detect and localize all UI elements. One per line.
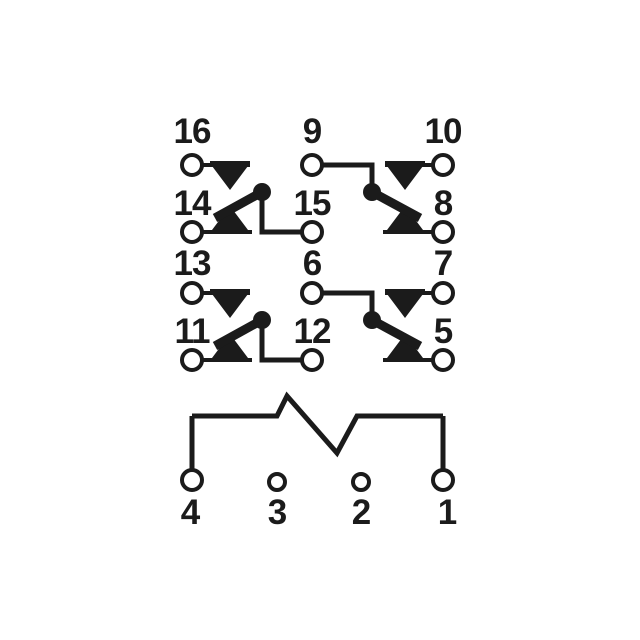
pin-label-15: 15	[294, 184, 331, 223]
terminal-pin-11[interactable]	[180, 348, 204, 372]
terminal-pin-16[interactable]	[180, 153, 204, 177]
terminal-pin-1[interactable]	[431, 468, 455, 492]
pin-label-12: 12	[294, 312, 331, 351]
terminal-pin-5[interactable]	[431, 348, 455, 372]
terminal-pin-12[interactable]	[300, 348, 324, 372]
nc-contact-triangle-lower-right	[387, 294, 423, 318]
terminal-pin-8[interactable]	[431, 220, 455, 244]
nc-contact-bar-lower-left	[210, 289, 250, 295]
terminal-layer: 16 9 10 14 15 8 13 6 7 11 12 5 4 3 2 1	[174, 112, 463, 532]
terminal-pin-7[interactable]	[431, 281, 455, 305]
pin-label-6: 6	[303, 244, 322, 283]
wire-pivot-to-15	[259, 192, 312, 235]
coil-zigzag	[192, 391, 443, 458]
no-contact-triangle-upper-left	[212, 206, 248, 230]
pin-label-7: 7	[434, 244, 452, 283]
terminal-pin-15[interactable]	[300, 220, 324, 244]
pin-label-2: 2	[352, 493, 371, 532]
terminal-pin-13[interactable]	[180, 281, 204, 305]
switch-unit-upper-left	[192, 161, 312, 235]
pin-label-4: 4	[181, 493, 201, 532]
switch-blade-upper-right	[369, 188, 423, 222]
wire-pivot-to-9	[312, 162, 375, 192]
no-contact-triangle-upper-right	[387, 206, 423, 230]
wire-pivot-to-12	[259, 320, 312, 363]
switch-unit-lower-right	[312, 289, 443, 362]
terminal-pin-3[interactable]	[267, 472, 287, 492]
switch-unit-upper-right	[312, 161, 443, 234]
terminal-pin-9[interactable]	[300, 153, 324, 177]
terminal-pin-2[interactable]	[351, 472, 371, 492]
relay-coil	[189, 391, 446, 480]
pin-label-16: 16	[174, 112, 211, 151]
terminal-pin-4[interactable]	[180, 468, 204, 492]
pin-label-10: 10	[425, 112, 462, 151]
nc-contact-triangle-upper-right	[387, 166, 423, 190]
nc-contact-bar-lower-right	[385, 289, 425, 295]
pin-label-3: 3	[268, 493, 287, 532]
switch-blade-lower-right	[369, 316, 423, 350]
terminal-pin-6[interactable]	[300, 281, 324, 305]
terminal-pin-10[interactable]	[431, 153, 455, 177]
pin-label-11: 11	[175, 312, 211, 351]
pin-label-9: 9	[303, 112, 322, 151]
pin-label-8: 8	[434, 184, 453, 223]
terminal-pin-14[interactable]	[180, 220, 204, 244]
pin-label-14: 14	[174, 184, 212, 223]
pin-label-1: 1	[438, 493, 457, 532]
nc-contact-triangle-upper-left	[212, 166, 248, 190]
no-contact-triangle-lower-right	[387, 334, 423, 358]
wire-pivot-to-6	[312, 290, 375, 320]
nc-contact-bar-upper-left	[210, 161, 250, 167]
nc-contact-bar-upper-right	[385, 161, 425, 167]
nc-contact-triangle-lower-left	[212, 294, 248, 318]
pin-label-13: 13	[174, 244, 211, 283]
pin-label-5: 5	[434, 312, 453, 351]
no-contact-triangle-lower-left	[212, 334, 248, 358]
